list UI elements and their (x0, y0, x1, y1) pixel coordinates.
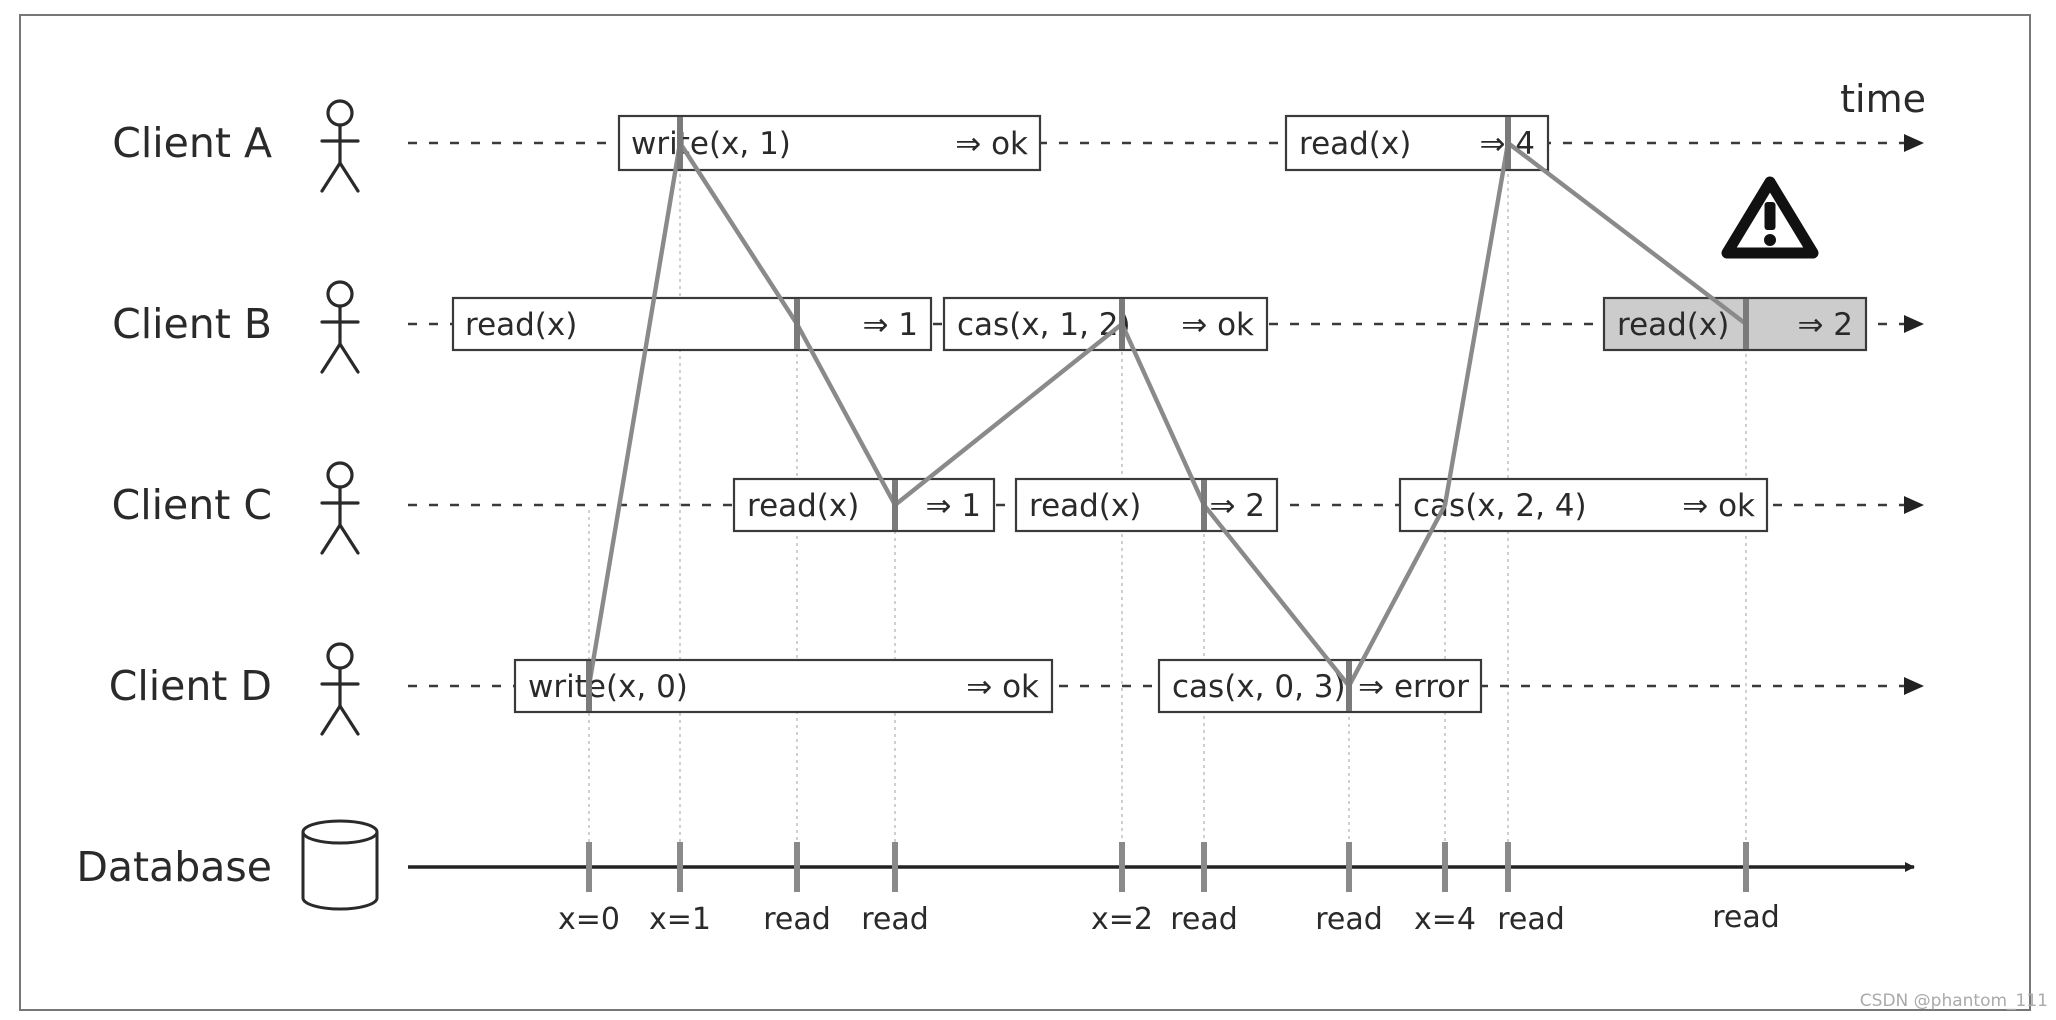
warning-triangle-icon (1721, 176, 1819, 259)
db-event-label: read (1712, 900, 1780, 935)
connector-line (1346, 502, 1448, 689)
database-icon (301, 819, 379, 911)
connector-line (586, 140, 683, 689)
op-box (1284, 114, 1550, 172)
op-response: ⇒ ok (1181, 307, 1254, 343)
client-label: Client A (112, 119, 272, 167)
op-response: ⇒ 1 (925, 488, 981, 524)
op-box (1157, 658, 1483, 714)
op-request: read(x) (465, 307, 577, 343)
arrowhead-client-c (1904, 496, 1924, 514)
connector-line (1119, 321, 1207, 508)
client-label: Client B (112, 300, 272, 348)
db-event-label: read (1497, 902, 1565, 937)
client-timelines (408, 134, 1924, 695)
op-response: ⇒ error (1358, 669, 1469, 705)
person-icon (320, 461, 360, 555)
op-request: write(x, 0) (528, 669, 688, 705)
op-box (1014, 477, 1279, 533)
op-response: ⇒ ok (1682, 488, 1755, 524)
op-box (451, 296, 933, 352)
database-label: Database (76, 843, 272, 891)
db-event-label: read (1315, 902, 1383, 937)
connector-line (1442, 140, 1511, 508)
client-label: Client D (109, 662, 272, 710)
op-box (513, 658, 1054, 714)
op-request: cas(x, 1, 2) (957, 307, 1131, 343)
op-request: read(x) (1029, 488, 1141, 524)
op-box (617, 114, 1042, 172)
db-event-label: x=1 (649, 902, 711, 937)
op-box (942, 296, 1269, 352)
person-icon (320, 99, 360, 193)
op-response: ⇒ 2 (1209, 488, 1265, 524)
linearization-path (586, 140, 1749, 689)
op-box (1398, 477, 1769, 533)
connector-line (1505, 140, 1749, 327)
person-icon (320, 642, 360, 736)
connector-line (1201, 502, 1352, 689)
op-request: write(x, 1) (631, 126, 791, 162)
operation-boxes: write(x, 1) ⇒ ok read(x) ⇒ 4 read(x) ⇒ 1… (451, 114, 1868, 714)
op-response: ⇒ 2 (1797, 307, 1853, 343)
connector-line (892, 321, 1125, 508)
op-box-highlighted (1602, 296, 1868, 352)
person-icon (320, 280, 360, 374)
op-request: cas(x, 0, 3) (1172, 669, 1346, 705)
client-label: Client C (112, 481, 272, 529)
db-event-label: read (1170, 902, 1238, 937)
db-event-label: x=0 (558, 902, 620, 937)
arrowhead-client-d (1904, 677, 1924, 695)
db-event-label: x=4 (1414, 902, 1476, 937)
time-axis-label: time (1840, 77, 1926, 121)
database-event-labels: x=0 x=1 read read x=2 read read x=4 read… (558, 900, 1780, 937)
db-event-label: read (861, 902, 929, 937)
database-ticks (586, 842, 1749, 892)
arrowhead-client-a (1904, 134, 1924, 152)
effect-marks (586, 117, 1749, 711)
connector-line (677, 140, 800, 327)
db-event-label: x=2 (1091, 902, 1153, 937)
op-response: ⇒ ok (955, 126, 1028, 162)
connector-line (794, 321, 898, 508)
op-box (732, 477, 996, 533)
op-request: read(x) (1617, 307, 1729, 343)
arrowhead-client-b (1904, 315, 1924, 333)
op-request: read(x) (1299, 126, 1411, 162)
db-event-label: read (763, 902, 831, 937)
diagram-frame (19, 14, 2031, 1011)
op-request: read(x) (747, 488, 859, 524)
client-labels: Client A Client B Client C Client D Data… (76, 119, 272, 891)
op-response: ⇒ ok (966, 669, 1039, 705)
op-request: cas(x, 2, 4) (1413, 488, 1587, 524)
op-response: ⇒ 1 (862, 307, 918, 343)
watermark-text: CSDN @phantom_111 (1860, 991, 2048, 1011)
